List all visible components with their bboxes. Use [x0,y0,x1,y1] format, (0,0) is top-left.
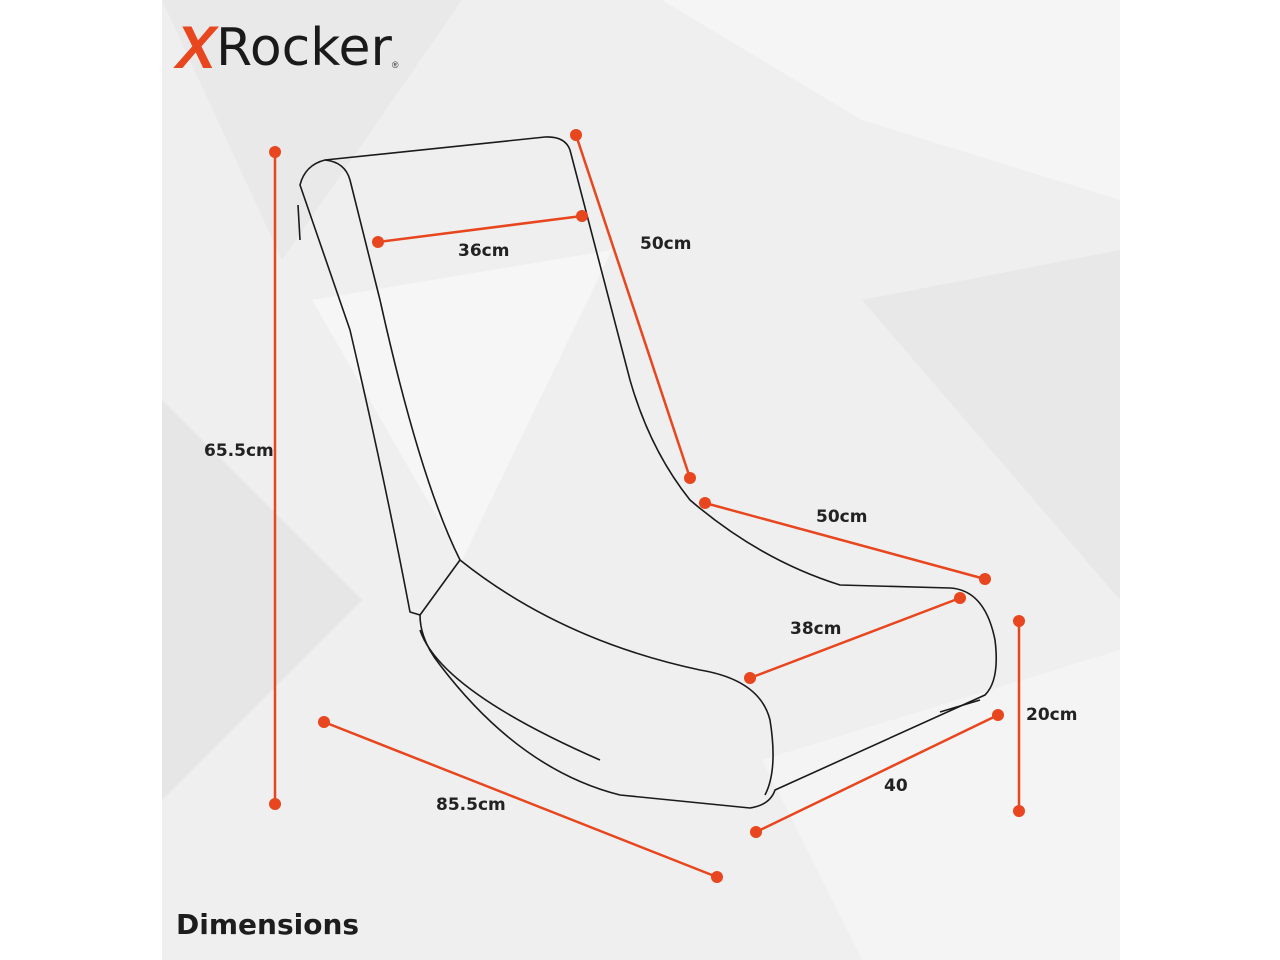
page-title: Dimensions [176,908,360,941]
xrocker-logo: X Rocker ® [176,14,399,81]
logo-rocker: Rocker [216,18,392,78]
logo-trademark: ® [391,60,399,70]
label-total-height: 65.5cm [204,441,274,461]
dimension-seat-height: 20cm [1013,615,1077,817]
dimension-seat-length: 50cm [699,497,991,585]
label-total-length: 85.5cm [436,795,506,815]
label-backrest-length: 50cm [640,234,691,254]
dimension-base-width: 40 [750,709,1004,838]
dimension-total-length: 85.5cm [318,716,723,883]
label-backrest-width: 36cm [458,241,509,261]
chair-outline [297,136,998,809]
facet-pattern [162,0,1120,960]
label-seat-width: 38cm [790,619,841,639]
background-panel [162,0,1120,960]
dimension-backrest-length: 50cm [570,129,696,484]
dimension-total-height: 65.5cm [204,146,281,810]
logo-x: X [176,14,217,81]
label-seat-height: 20cm [1026,705,1077,725]
label-seat-length: 50cm [816,507,867,527]
dimension-seat-width: 38cm [744,592,966,684]
label-base-width: 40 [884,776,908,796]
dimension-backrest-width: 36cm [372,210,588,261]
